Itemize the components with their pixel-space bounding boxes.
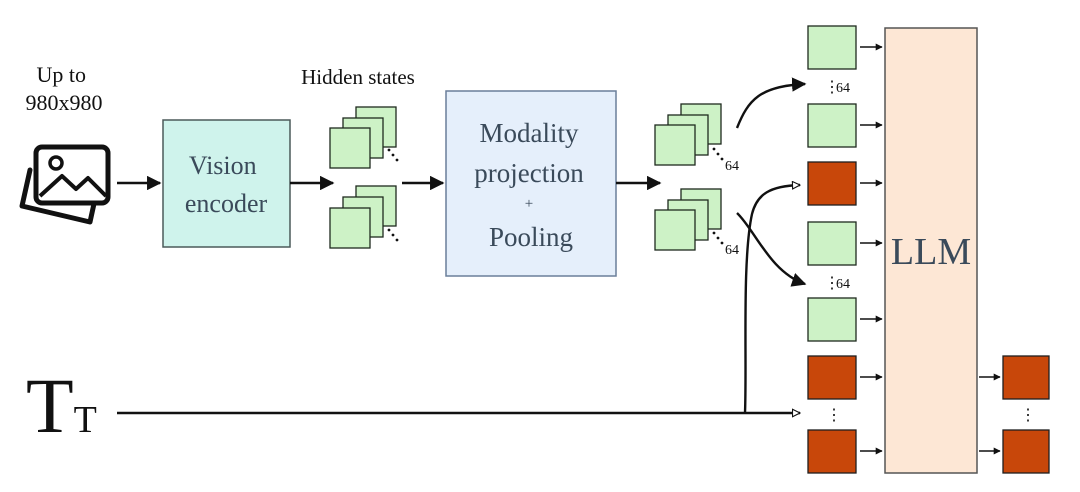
- text-token: [807, 355, 857, 400]
- modality-projection-label: Modality projection + Pooling: [474, 118, 587, 252]
- modality-projection-box: [445, 90, 617, 277]
- text-token: [807, 161, 857, 206]
- token-column: ⋮ 64 ⋮ 64 ⋮: [807, 25, 857, 474]
- input-resolution-label: Up to 980x980: [26, 62, 103, 115]
- output-text-token: [1002, 355, 1050, 400]
- pooled-stack: 64: [654, 103, 739, 174]
- token-dots: ⋮: [1020, 407, 1036, 424]
- output-tokens: ⋮: [1002, 355, 1050, 474]
- token-to-llm-arrows: [860, 43, 883, 455]
- arrow-pooled1-to-tokens: [735, 77, 807, 129]
- token-dots: ⋮: [826, 407, 842, 424]
- pooled-count-label: 64: [725, 243, 739, 258]
- image-token: [807, 221, 857, 266]
- text-input-symbol: TT: [26, 362, 97, 449]
- input-label-line2: 980x980: [26, 90, 103, 115]
- token-count-label: 64: [836, 81, 850, 96]
- modality-line1: Modality: [480, 118, 579, 148]
- hidden-state-stack: [329, 106, 399, 169]
- token-dots: ⋮: [824, 79, 840, 96]
- vision-encoder-box: [162, 119, 291, 248]
- llm-output-arrows: [979, 373, 1001, 455]
- text-token: [807, 429, 857, 474]
- vision-encoder-line2: encoder: [185, 189, 268, 218]
- text-input-small: T: [74, 399, 97, 441]
- output-text-token: [1002, 429, 1050, 474]
- image-token: [807, 103, 857, 148]
- llm-label: LLM: [891, 231, 971, 273]
- image-icon: [19, 144, 111, 225]
- token-dots: ⋮: [824, 275, 840, 292]
- modality-line3: +: [525, 196, 533, 212]
- pooled-count-label: 64: [725, 159, 739, 174]
- vision-encoder-label: Vision encoder: [185, 151, 268, 218]
- hidden-states-label: Hidden states: [301, 65, 415, 89]
- pooled-stack: 64: [654, 188, 739, 258]
- modality-line2: projection: [474, 158, 584, 188]
- text-input-big: T: [26, 362, 74, 449]
- hidden-state-stack: [329, 185, 399, 249]
- arrow-pooled2-to-tokens: [736, 212, 807, 287]
- vision-encoder-line1: Vision: [189, 151, 257, 180]
- token-count-label: 64: [836, 277, 850, 292]
- stack-dots: [387, 148, 399, 162]
- llm-box: [884, 27, 978, 474]
- arrow-text-branch-to-tokens: [743, 185, 800, 414]
- image-token: [807, 297, 857, 342]
- modality-line4: Pooling: [489, 222, 573, 252]
- input-label-line1: Up to: [37, 62, 87, 87]
- stack-dots: [387, 228, 399, 242]
- image-token: [807, 25, 857, 70]
